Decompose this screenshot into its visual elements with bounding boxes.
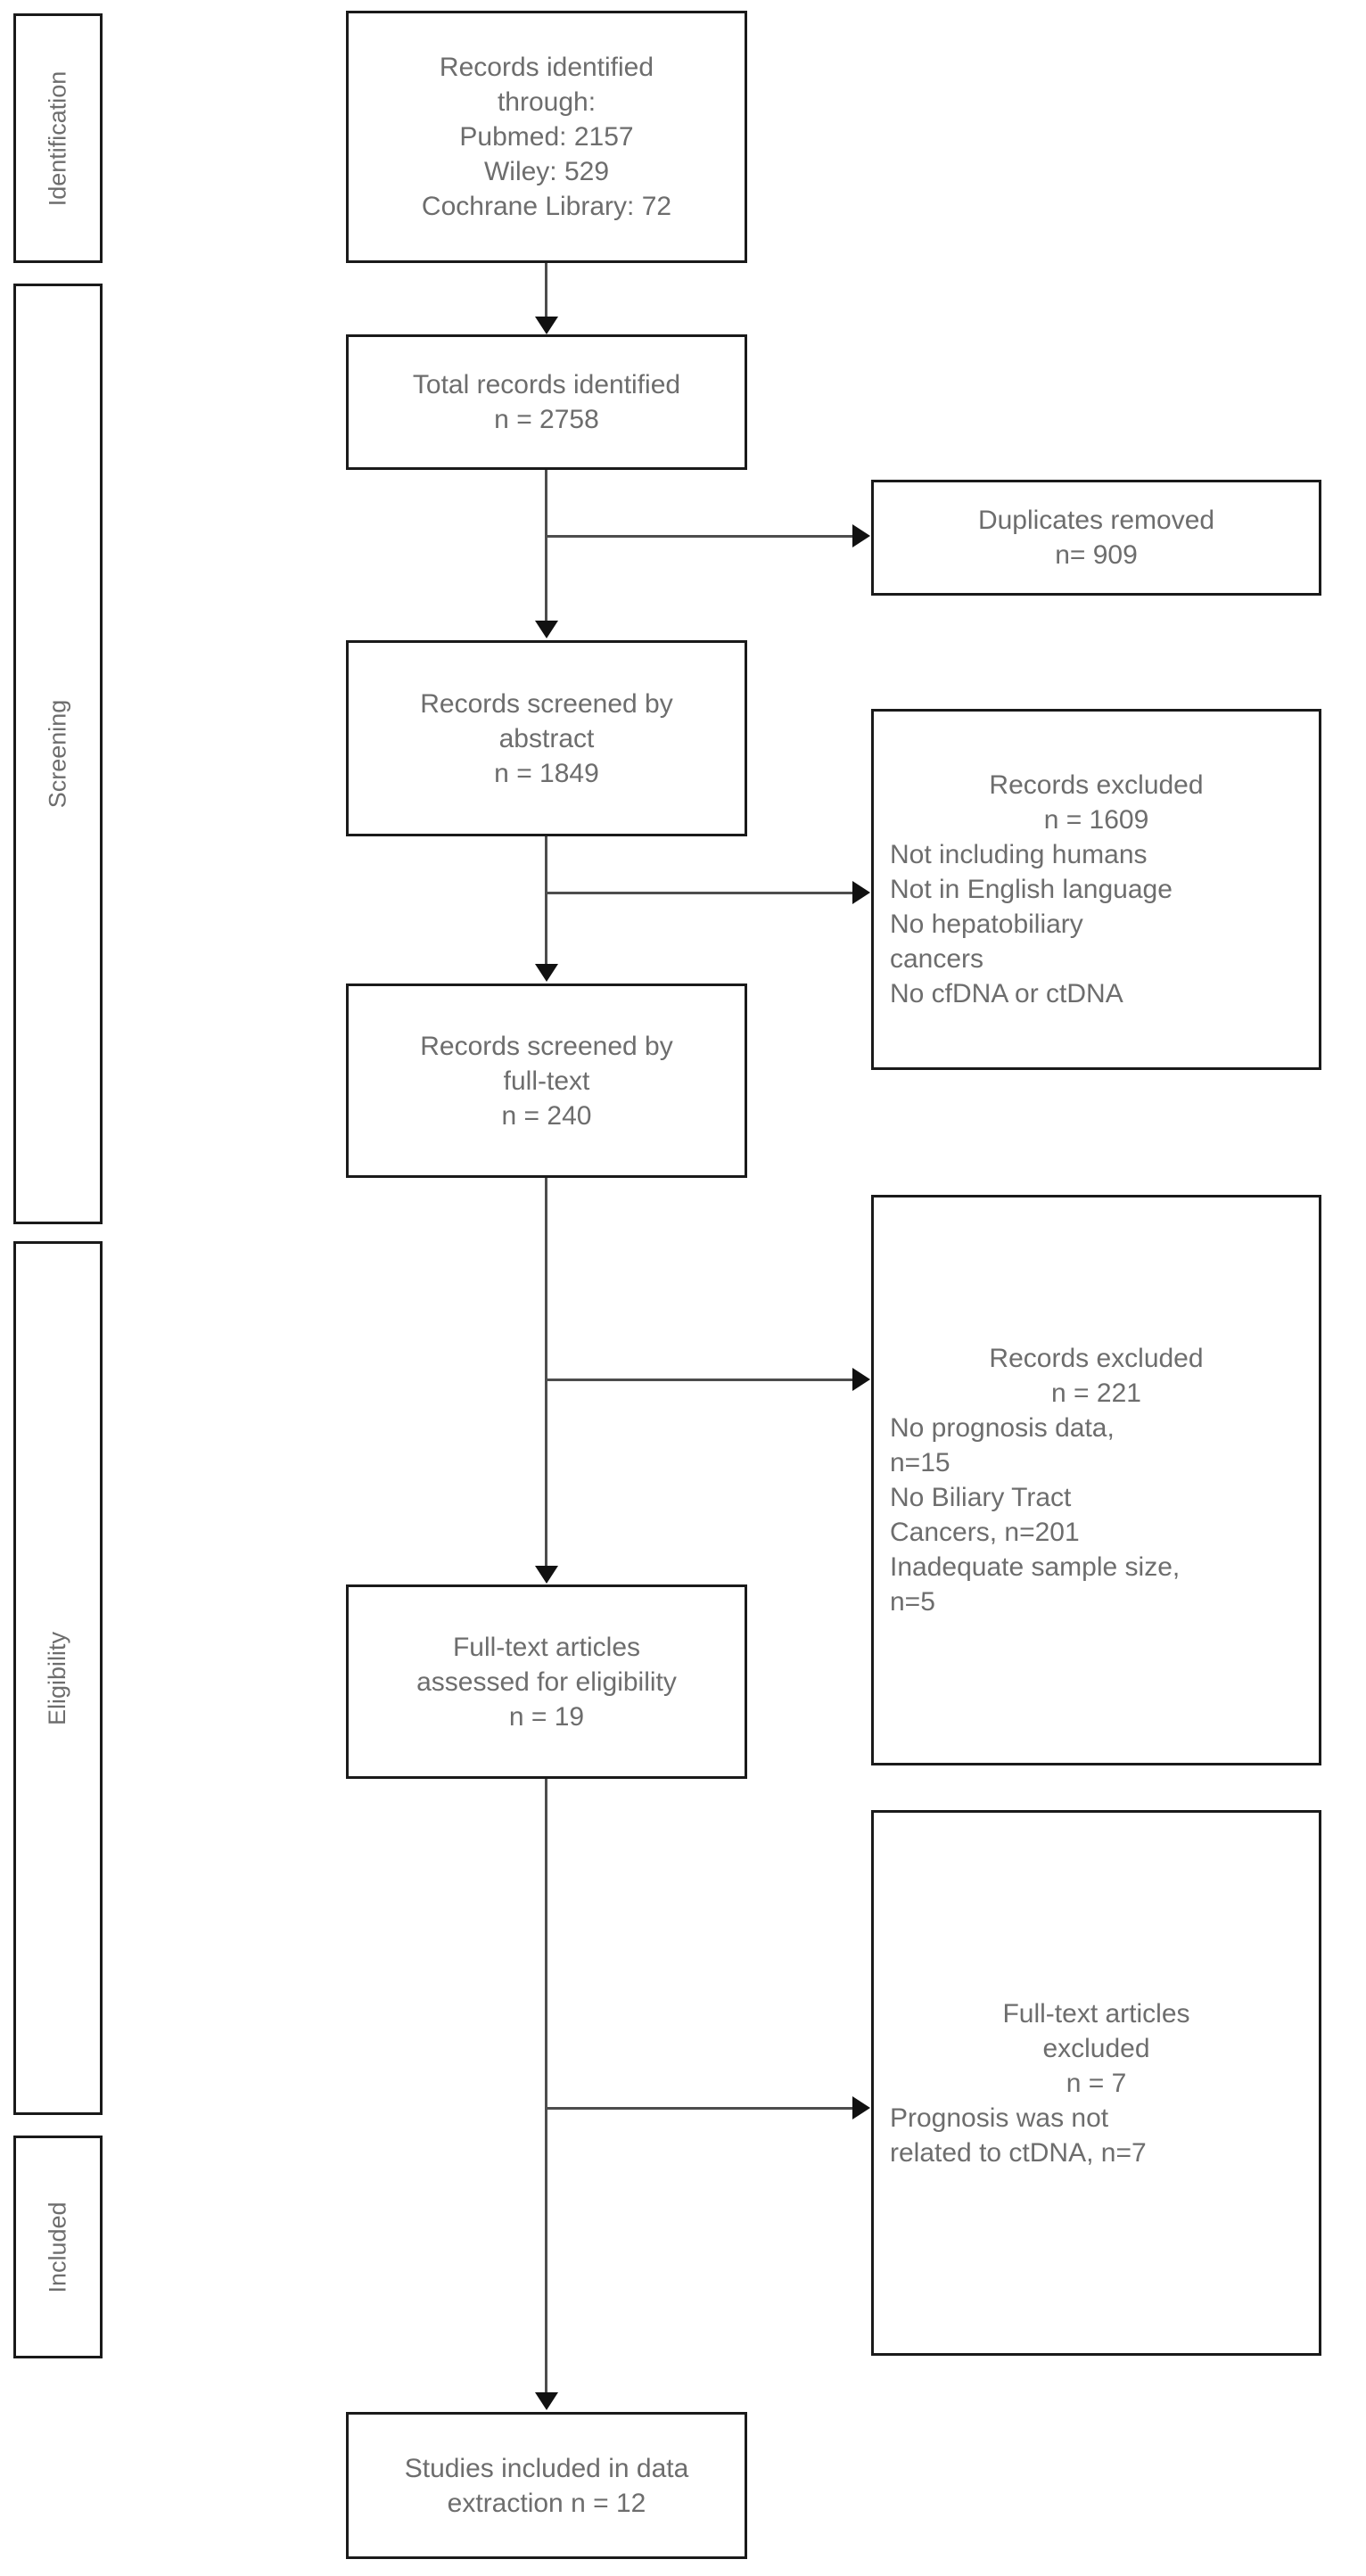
box-fulltext-assessed-text: Full-text articles assessed for eligibil… (416, 1632, 677, 1732)
box-duplicates-removed-text: Duplicates removed n= 909 (977, 506, 1215, 570)
box-total-records-text: Total records identified n = 2758 (412, 370, 681, 434)
box-fulltext-assessed: Full-text articles assessed for eligibil… (346, 1584, 747, 1779)
box-studies-included: Studies included in data extraction n = … (346, 2412, 747, 2559)
arrow-to-excluded-abstract (852, 881, 870, 904)
box-screened-fulltext-text: Records screened by full-text n = 240 (420, 1031, 673, 1131)
stage-eligibility: Eligibility (13, 1241, 103, 2115)
box-fulltext-excluded-reasons: Prognosis was not related to ctDNA, n=7 (890, 2103, 1147, 2168)
connector-branch-duplicates (545, 535, 852, 538)
box-excluded-fulltext-heading: Records excluded n = 221 (989, 1344, 1204, 1408)
arrow-assessed-to-included (535, 2392, 558, 2410)
connector-branch-fulltext-excluded (545, 2107, 852, 2110)
box-excluded-abstract-heading: Records excluded n = 1609 (989, 770, 1204, 835)
stage-included: Included (13, 2136, 103, 2358)
arrow-to-fulltext-excluded (852, 2096, 870, 2119)
box-studies-included-text: Studies included in data extraction n = … (404, 2453, 689, 2518)
stage-label-screening: Screening (44, 699, 71, 809)
box-screened-fulltext: Records screened by full-text n = 240 (346, 983, 747, 1178)
box-screened-abstract-text: Records screened by abstract n = 1849 (420, 688, 673, 788)
connector-assessed-to-included (545, 1779, 547, 2394)
arrow-abstract-to-fulltext (535, 964, 558, 982)
arrow-to-duplicates (852, 524, 870, 547)
connector-abstract-to-fulltext (545, 836, 547, 966)
box-duplicates-removed: Duplicates removed n= 909 (871, 480, 1321, 596)
connector-fulltext-to-assessed (545, 1178, 547, 1568)
box-excluded-fulltext-reasons: No prognosis data, n=15 No Biliary Tract… (890, 1413, 1181, 1617)
box-fulltext-excluded-heading: Full-text articles excluded n = 7 (1002, 1998, 1190, 2098)
box-records-identified-text: Records identified through: Pubmed: 2157… (421, 53, 672, 221)
connector-branch-excluded-abstract (545, 892, 852, 894)
box-total-records: Total records identified n = 2758 (346, 334, 747, 470)
stage-label-identification: Identification (44, 70, 71, 206)
arrow-fulltext-to-assessed (535, 1566, 558, 1584)
arrow-to-excluded-fulltext (852, 1368, 870, 1391)
connector-identified-to-total (545, 263, 547, 318)
stage-identification: Identification (13, 13, 103, 263)
connector-branch-excluded-fulltext (545, 1379, 852, 1381)
stage-label-eligibility: Eligibility (44, 1631, 71, 1725)
connector-total-to-abstract (545, 470, 547, 622)
box-excluded-abstract-reasons: Not including humans Not in English lang… (890, 840, 1173, 1008)
stage-label-included: Included (44, 2201, 71, 2293)
box-records-identified: Records identified through: Pubmed: 2157… (346, 11, 747, 263)
arrow-total-to-abstract (535, 621, 558, 638)
stage-screening: Screening (13, 284, 103, 1224)
box-screened-abstract: Records screened by abstract n = 1849 (346, 640, 747, 836)
arrow-identified-to-total (535, 317, 558, 334)
